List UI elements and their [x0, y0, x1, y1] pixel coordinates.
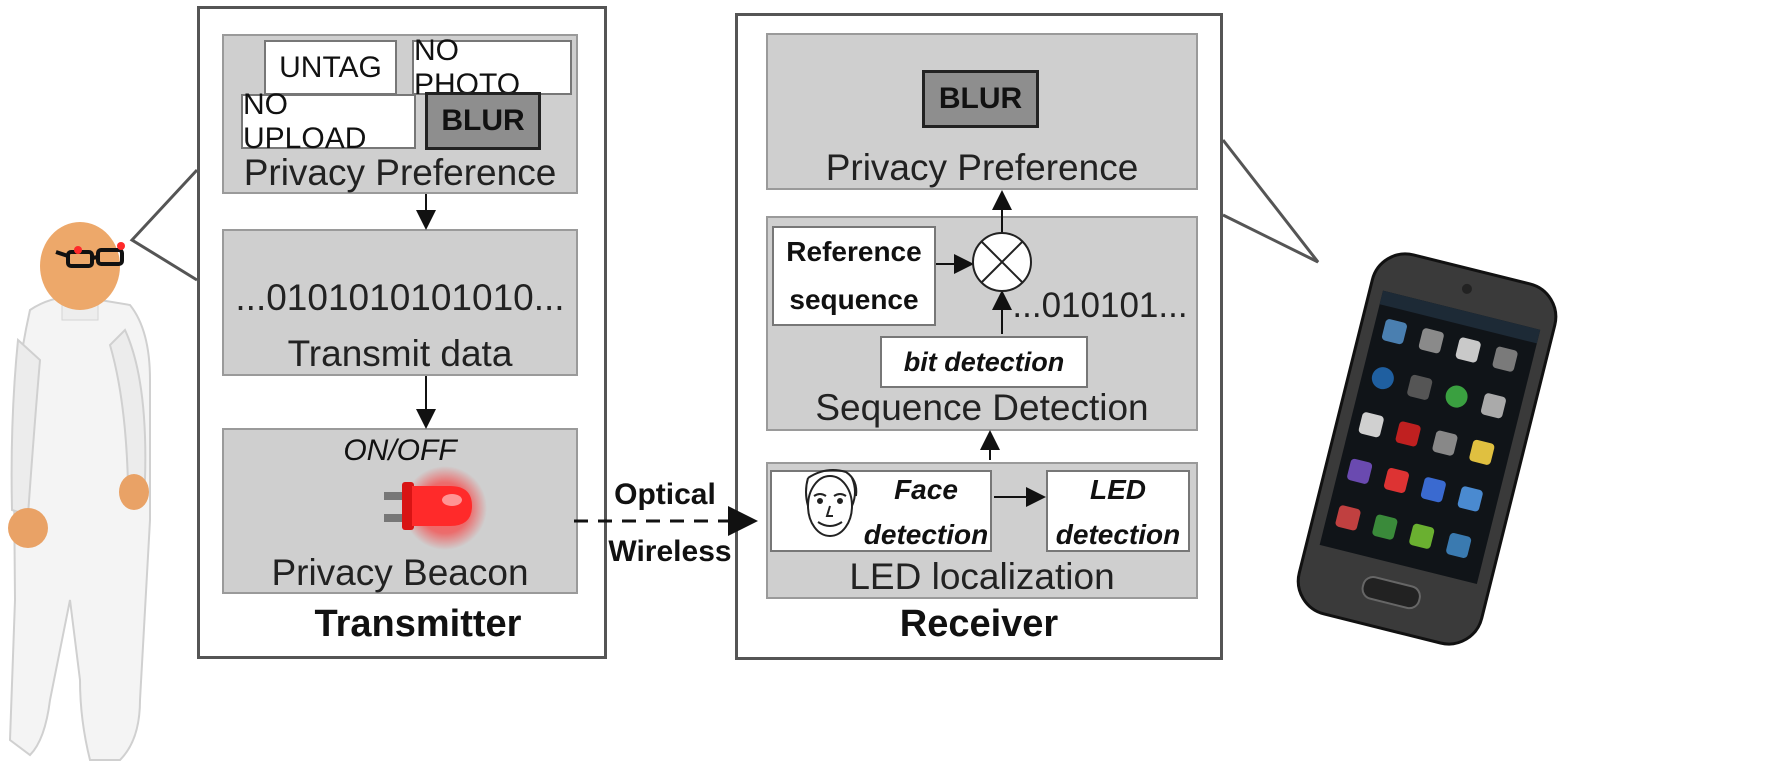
smartphone: [1296, 252, 1558, 646]
transmit-data-label: Transmit data: [287, 333, 513, 374]
privacy-beacon-block: [222, 428, 578, 594]
transmit-bits-text: ...0101010101010...: [235, 277, 565, 318]
led-line1: LED: [1090, 474, 1146, 505]
wireless-label: Wireless: [608, 535, 732, 568]
beacon-state-text: ON/OFF: [343, 434, 457, 467]
led-detection-box: [1046, 470, 1190, 552]
receiver-privacy-preference-block: [766, 33, 1198, 190]
blur-option-selected: BLUR: [425, 92, 541, 150]
red-led-icon: [384, 466, 487, 550]
untag-label: UNTAG: [279, 50, 382, 84]
no-upload-label: NO UPLOAD: [243, 87, 367, 155]
bit-detection-box: bit detection: [880, 336, 1088, 388]
blur-label: BLUR: [441, 104, 525, 137]
sequence-detection-label: Sequence Detection: [815, 387, 1149, 428]
glasses-icon: [55, 242, 125, 268]
receiver-blur-label: BLUR: [938, 82, 1023, 115]
transmitter-title: Transmitter: [314, 603, 522, 645]
transmitter-privacy-preference-label: Privacy Preference: [243, 152, 557, 193]
led-line2: detection: [1055, 519, 1181, 550]
no-upload-option: NO UPLOAD: [241, 88, 416, 155]
transmit-data-block: [222, 229, 578, 376]
receiver-blur-value: BLUR: [922, 70, 1039, 128]
face-line2: detection: [863, 519, 989, 550]
reference-sequence-box: Reference sequence: [772, 226, 936, 326]
receiver-callout: [1221, 139, 1320, 264]
transmitter-callout: [129, 168, 199, 282]
face-line1: Face: [894, 474, 958, 505]
privacy-beacon-label: Privacy Beacon: [271, 552, 529, 593]
receiver-title: Receiver: [899, 603, 1059, 645]
led-localization-label: LED localization: [849, 556, 1115, 597]
bit-detection-label: bit detection: [903, 346, 1065, 377]
face-sketch-icon: [805, 469, 858, 537]
reference-line2: sequence: [789, 284, 919, 315]
multiplier-icon: [972, 232, 1032, 292]
reference-line1: Reference: [786, 236, 922, 267]
received-bits-text: ...010101...: [1012, 286, 1188, 325]
untag-option: UNTAG: [264, 40, 397, 95]
receiver-privacy-preference-label: Privacy Preference: [825, 147, 1139, 188]
optical-label: Optical: [614, 478, 716, 511]
